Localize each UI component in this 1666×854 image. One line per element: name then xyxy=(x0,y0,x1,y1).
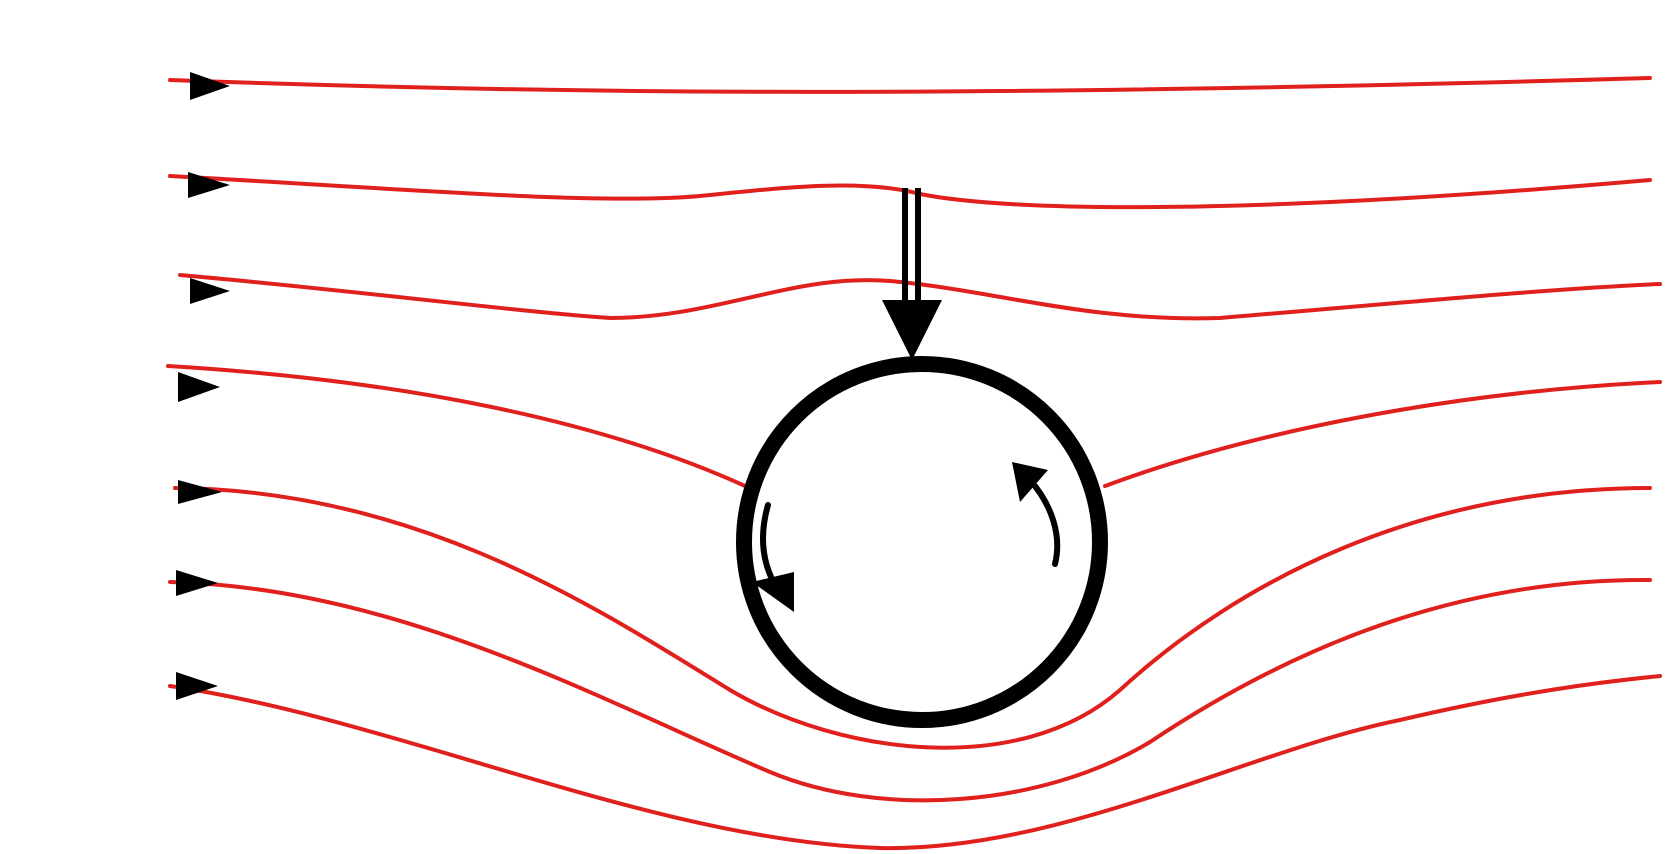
inflow-arrowhead-7 xyxy=(176,672,218,700)
inflow-arrowhead-1 xyxy=(190,72,230,100)
streamline-5 xyxy=(173,486,1652,750)
inflow-arrowhead-4 xyxy=(178,372,220,402)
streamline-1 xyxy=(168,76,1652,94)
rotation-arrow-right-head xyxy=(1012,462,1048,502)
streamline-4-right xyxy=(1103,380,1662,488)
streamline-4-left xyxy=(166,364,747,488)
streamline-2 xyxy=(168,174,1652,210)
rotation-arrows xyxy=(752,462,1061,612)
cylinder xyxy=(736,356,1108,728)
inflow-arrowhead-3 xyxy=(190,278,230,304)
inflow-arrowhead-6 xyxy=(176,570,218,596)
rotation-arrow-left-head xyxy=(752,572,794,612)
rotation-arrow-right-shaft xyxy=(1027,477,1061,567)
inflow-arrowheads xyxy=(176,72,230,700)
streamline-7 xyxy=(168,674,1662,851)
force-arrow xyxy=(882,188,942,360)
inflow-arrowhead-5 xyxy=(178,480,222,504)
streamline-6 xyxy=(168,577,1652,803)
force-arrow-head xyxy=(882,300,942,360)
inflow-arrowhead-2 xyxy=(188,172,230,198)
streamlines xyxy=(166,76,1662,851)
streamline-3 xyxy=(178,273,1662,321)
